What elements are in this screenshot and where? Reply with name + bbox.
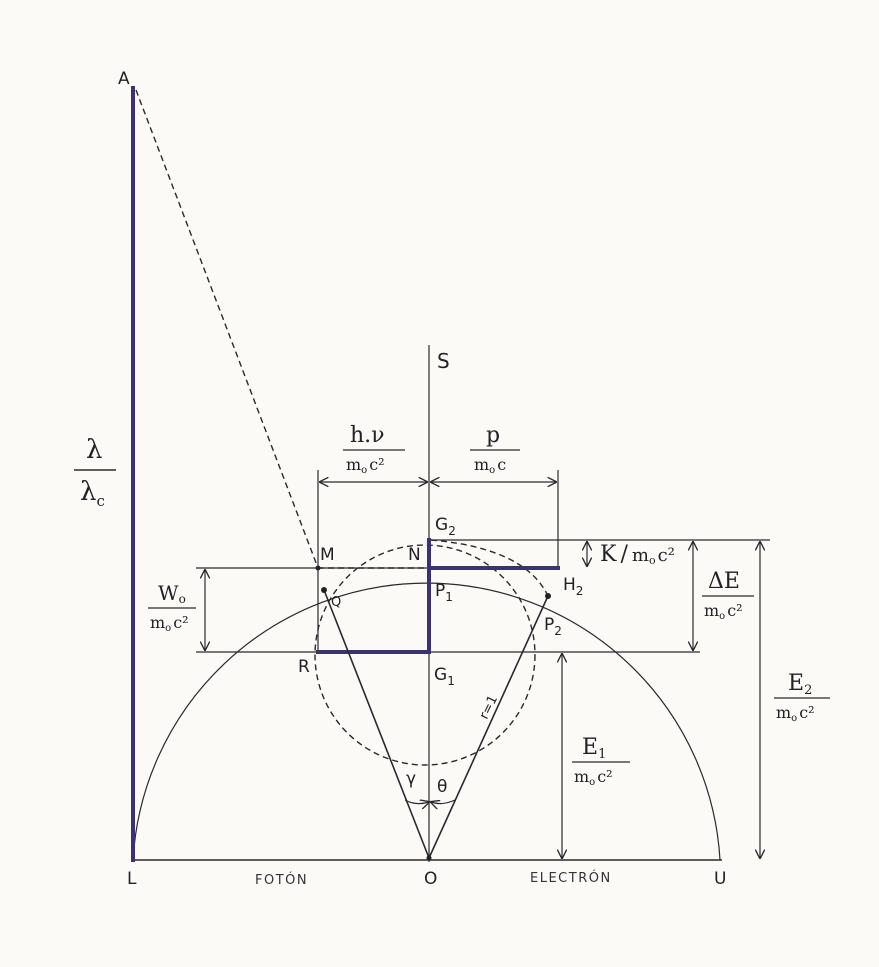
frac-lambda-den-main: λ bbox=[80, 477, 96, 507]
label-h2-main: H bbox=[563, 575, 576, 595]
line-o-q bbox=[323, 589, 430, 859]
frac-e2-num-main: E bbox=[788, 671, 804, 696]
frac-e2-num: E2 bbox=[788, 671, 812, 698]
line-o-p2 bbox=[428, 595, 549, 859]
frac-de-num: ΔE bbox=[708, 569, 740, 594]
frac-e1-num: E1 bbox=[582, 735, 606, 762]
frac-e2-num-sub: 2 bbox=[804, 683, 812, 698]
frac-hv-den-rest: c² bbox=[369, 455, 384, 474]
frac-p-num: p bbox=[486, 423, 500, 448]
frac-e1-num-main: E bbox=[582, 735, 598, 760]
label-p1-main: P bbox=[435, 581, 445, 601]
angle-theta-arc bbox=[431, 799, 456, 804]
label-g2: G2 bbox=[435, 515, 456, 538]
frac-e1-den-rest: c² bbox=[597, 767, 612, 786]
frac-e2-den-sub: o bbox=[791, 713, 797, 724]
label-h2-sub: 2 bbox=[576, 584, 584, 598]
label-electron: ELECTRÓN bbox=[530, 870, 612, 886]
dashed-circle bbox=[314, 544, 536, 766]
frac-w-den-sub: o bbox=[165, 623, 171, 634]
label-p2: P2 bbox=[544, 615, 562, 638]
frac-de-den-main: m bbox=[704, 601, 719, 620]
dashed-a-to-n bbox=[135, 89, 319, 569]
frac-lambda-den: λc bbox=[80, 477, 105, 510]
label-foton: FOTÓN bbox=[255, 872, 308, 888]
frac-hv-den-sub: o bbox=[361, 465, 367, 476]
angle-gamma-arc bbox=[404, 800, 429, 804]
frac-k-num: K bbox=[600, 542, 617, 567]
bold-r-g1-n bbox=[316, 566, 431, 654]
frac-p-den-main: m bbox=[474, 455, 489, 474]
label-p2-main: P bbox=[544, 615, 554, 635]
frac-k-slash: / bbox=[620, 542, 628, 567]
frac-k-den-sub: o bbox=[649, 554, 656, 567]
frac-w-num: Wo bbox=[158, 581, 186, 606]
frac-k-den-main: m bbox=[632, 545, 649, 566]
frac-e2-den-main: m bbox=[776, 703, 791, 722]
label-p1: P1 bbox=[435, 581, 453, 604]
frac-de-den-sub: o bbox=[719, 611, 725, 622]
label-o: O bbox=[424, 869, 437, 889]
frac-w-num-sub: o bbox=[179, 592, 186, 606]
frac-w-num-main: W bbox=[158, 581, 179, 605]
dot-p2 bbox=[545, 593, 551, 599]
label-l: L bbox=[127, 869, 137, 889]
frac-p-den-rest: c bbox=[497, 455, 506, 474]
label-g1-main: G bbox=[434, 665, 447, 685]
label-m: M bbox=[320, 545, 335, 565]
frac-k-den-rest: c² bbox=[658, 545, 675, 566]
dot-m bbox=[315, 565, 321, 571]
frac-w-den-rest: c² bbox=[173, 613, 188, 632]
frac-e1-den-sub: o bbox=[589, 777, 595, 788]
label-p2-sub: 2 bbox=[554, 624, 562, 638]
frac-e1-den-main: m bbox=[574, 767, 589, 786]
frac-p-den-sub: o bbox=[489, 465, 495, 476]
label-s: S bbox=[437, 349, 450, 373]
frac-hv-den-main: m bbox=[346, 455, 361, 474]
label-g2-main: G bbox=[435, 515, 448, 535]
label-g1-sub: 1 bbox=[447, 674, 455, 688]
frac-de-den-rest: c² bbox=[727, 601, 742, 620]
dot-q bbox=[321, 587, 327, 593]
label-n: N bbox=[408, 545, 421, 565]
bold-g2-n-h2 bbox=[427, 538, 560, 570]
label-gamma: γ bbox=[406, 769, 416, 789]
frac-e1-num-sub: 1 bbox=[598, 747, 606, 762]
label-u: U bbox=[714, 869, 726, 889]
label-h2: H2 bbox=[563, 575, 583, 598]
label-q: Q bbox=[331, 595, 341, 610]
label-a: A bbox=[118, 69, 130, 89]
label-theta: θ bbox=[437, 777, 447, 797]
frac-hv-num: h.ν bbox=[350, 423, 385, 448]
label-r: R bbox=[298, 657, 310, 677]
label-g1: G1 bbox=[434, 665, 455, 688]
frac-w-den-main: m bbox=[150, 613, 165, 632]
label-p1-sub: 1 bbox=[445, 590, 453, 604]
dot-o bbox=[426, 855, 432, 861]
frac-e2-den-rest: c² bbox=[799, 703, 814, 722]
label-g2-sub: 2 bbox=[448, 524, 456, 538]
frac-lambda-den-sub: c bbox=[96, 492, 104, 510]
fraction-lambda: λ λc bbox=[74, 435, 116, 510]
dashed-arc-g2-p2 bbox=[430, 539, 549, 597]
frac-lambda-num: λ bbox=[86, 435, 102, 465]
unit-semicircle bbox=[132, 582, 721, 861]
